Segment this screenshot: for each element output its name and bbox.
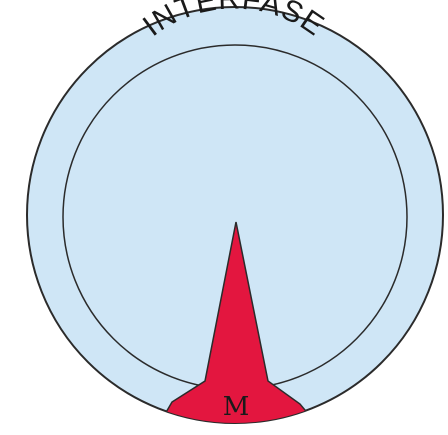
- m-phase-label: M: [223, 392, 250, 422]
